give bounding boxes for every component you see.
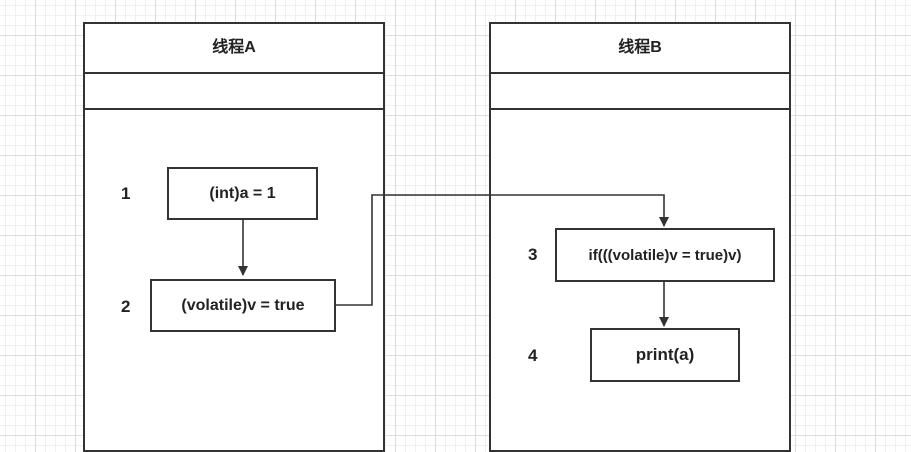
step-1-box: (int)a = 1 (167, 167, 318, 220)
step-2-code: (volatile)v = true (181, 296, 305, 314)
thread-a-subheader (85, 74, 383, 110)
thread-b-subheader (491, 74, 789, 110)
step-1-number: 1 (121, 184, 131, 203)
flow-arrows (238, 194, 669, 327)
thread-a-title: 线程A (85, 24, 383, 74)
step-4-number: 4 (528, 346, 538, 365)
step-4-code: print(a) (635, 345, 695, 364)
step-3-number: 3 (528, 245, 538, 264)
step-3-box: if(((volatile)v = true)v) (555, 228, 775, 282)
step-4-box: print(a) (590, 328, 740, 382)
thread-a-lane: 线程A (83, 22, 385, 452)
step-1-code: (int)a = 1 (209, 184, 276, 202)
step-2-number: 2 (121, 297, 131, 316)
arrow-step2-to-step3 (336, 194, 669, 306)
thread-b-title: 线程B (491, 24, 789, 74)
step-3-code: if(((volatile)v = true)v) (588, 246, 742, 264)
step-2-box: (volatile)v = true (150, 279, 336, 332)
